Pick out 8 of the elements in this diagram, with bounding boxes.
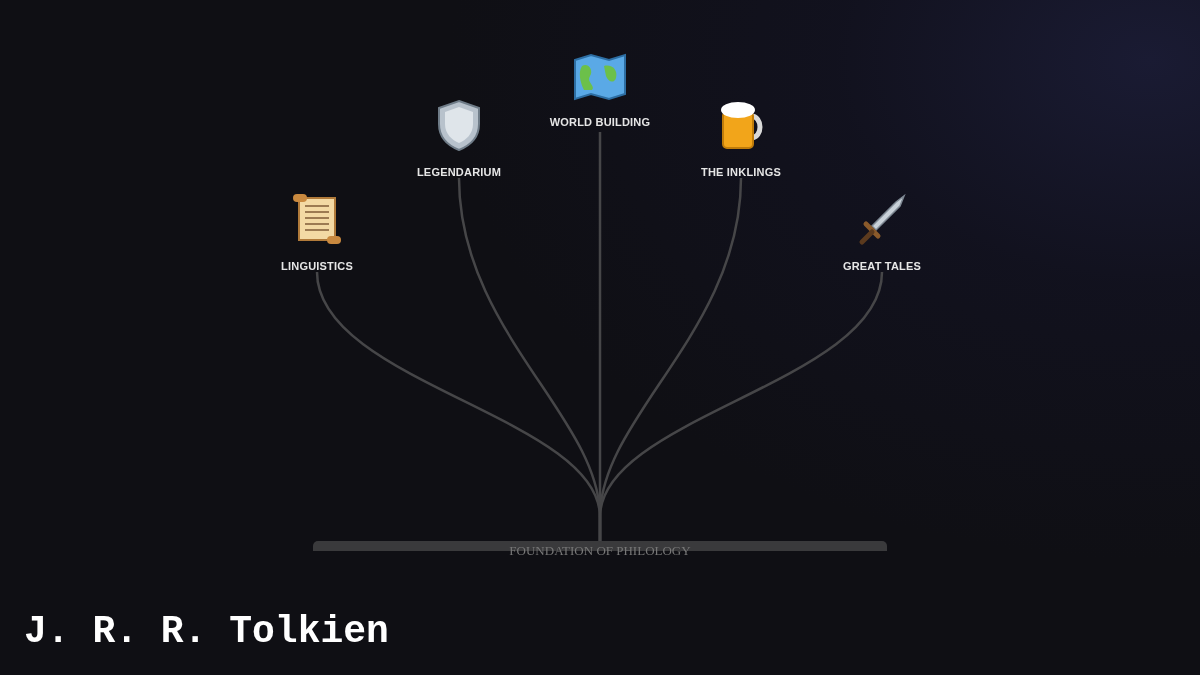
branch-label: LINGUISTICS [281,260,353,272]
branch-label: WORLD BUILDING [549,116,651,128]
foundation-label: FOUNDATION OF PHILOLOGY [509,543,691,560]
page-title: J. R. R. Tolkien [24,610,389,653]
branch-label: LEGENDARIUM [416,166,502,178]
branch-label: GREAT TALES [842,260,922,272]
branch-line [598,271,884,541]
branch-label: THE INKLINGS [701,166,781,178]
